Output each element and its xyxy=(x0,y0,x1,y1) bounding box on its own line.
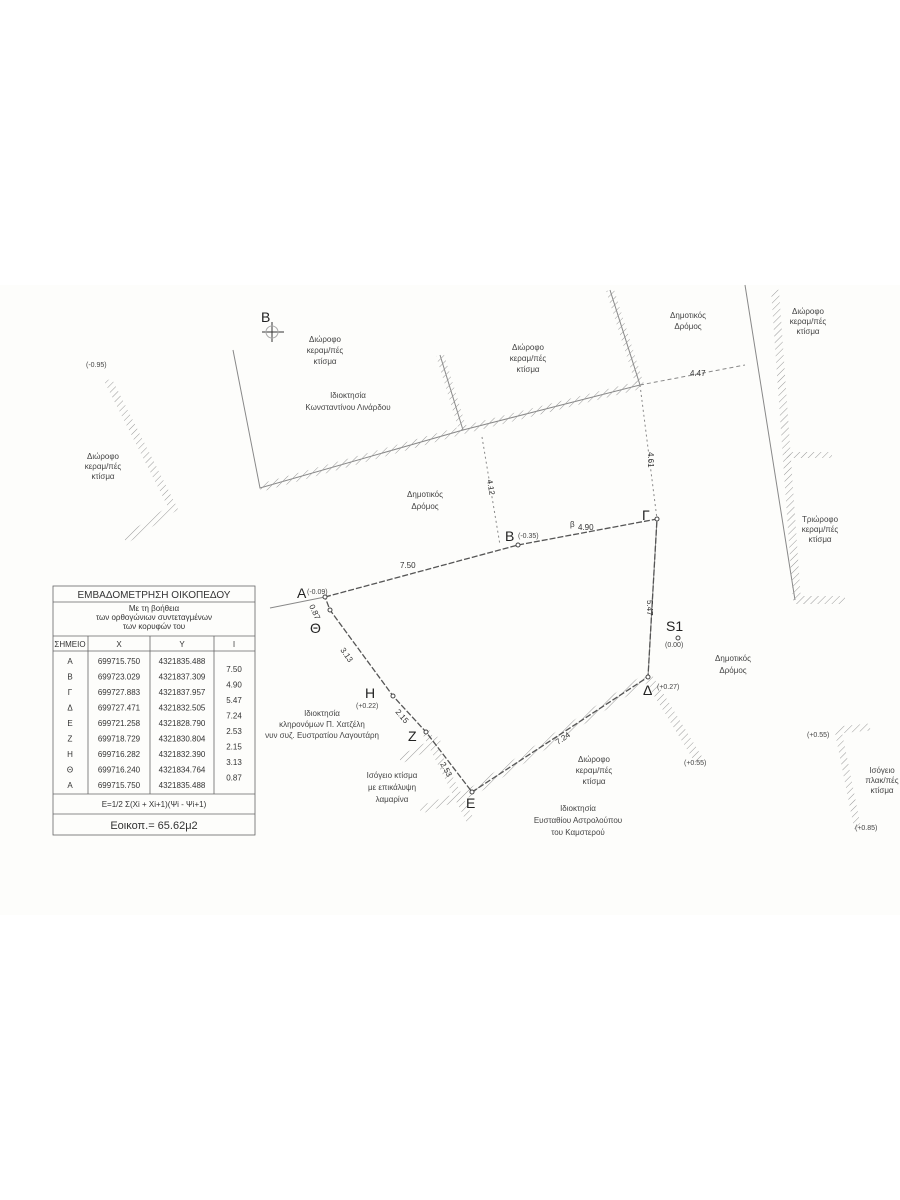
svg-text:Θ: Θ xyxy=(310,620,321,636)
svg-text:Α: Α xyxy=(297,585,307,601)
svg-text:Η: Η xyxy=(365,685,375,701)
svg-text:β: β xyxy=(570,520,575,529)
area-table xyxy=(52,585,256,836)
svg-text:(-0.95): (-0.95) xyxy=(86,362,107,369)
table-cell: Α xyxy=(67,657,73,666)
north-label: Β xyxy=(261,309,270,325)
table-cell: 4321834.764 xyxy=(159,766,206,775)
table-cell: Θ xyxy=(67,766,73,775)
table-cell: 699718.729 xyxy=(98,735,141,744)
svg-text:Β: Β xyxy=(505,528,514,544)
table-cell: Α xyxy=(67,781,73,790)
svg-text:Δ: Δ xyxy=(643,682,652,698)
table-cell: 699723.029 xyxy=(98,673,141,682)
table-cell: 699715.750 xyxy=(98,781,141,790)
svg-text:4.61: 4.61 xyxy=(646,452,655,468)
table-length-cell: 4.90 xyxy=(226,681,242,690)
table-cell: Δ xyxy=(67,704,73,713)
table-cell: Ε xyxy=(67,719,72,728)
table-cell: 4321835.488 xyxy=(159,781,206,790)
svg-text:4.90: 4.90 xyxy=(578,523,594,532)
table-length-cell: 2.15 xyxy=(226,743,242,752)
svg-text:4.47: 4.47 xyxy=(690,369,706,378)
table-cell: 699716.240 xyxy=(98,766,141,775)
svg-text:Γ: Γ xyxy=(642,507,650,523)
svg-text:l: l xyxy=(233,640,235,649)
point-labels: Α Β Γ Δ Ε Ζ Η Θ S1 β xyxy=(297,507,683,811)
svg-text:5.47: 5.47 xyxy=(645,600,654,616)
north-arrow-icon xyxy=(262,322,284,342)
svg-text:(+0.55): (+0.55) xyxy=(807,732,829,739)
elevation-labels: (-0.09) (-0.35) (+0.27) (+0.22) (0.00) (… xyxy=(86,362,877,832)
table-cell: Β xyxy=(67,673,72,682)
svg-text:(+0.27): (+0.27) xyxy=(657,684,679,691)
table-cell: 4321828.790 xyxy=(159,719,206,728)
table-cell: Ζ xyxy=(68,735,73,744)
svg-text:(+0.55): (+0.55) xyxy=(684,760,706,767)
svg-text:S1: S1 xyxy=(666,618,683,634)
table-cell: 4321832.505 xyxy=(159,704,206,713)
svg-text:ΣΗΜΕΙΟ: ΣΗΜΕΙΟ xyxy=(54,640,85,649)
svg-text:Ζ: Ζ xyxy=(408,728,417,744)
svg-text:(-0.09): (-0.09) xyxy=(307,589,328,596)
table-cell: 4321837.309 xyxy=(159,673,206,682)
table-length-cell: 0.87 xyxy=(226,774,242,783)
table-cell: 699721.258 xyxy=(98,719,141,728)
svg-text:Υ: Υ xyxy=(179,640,185,649)
svg-text:(+0.85): (+0.85) xyxy=(855,825,877,832)
svg-text:Εοικοπ.= 65.62μ2: Εοικοπ.= 65.62μ2 xyxy=(110,820,197,832)
table-cell: 4321832.390 xyxy=(159,750,206,759)
svg-text:Χ: Χ xyxy=(116,640,122,649)
table-cell: Η xyxy=(67,750,73,759)
table-length-cell: 2.53 xyxy=(226,727,242,736)
svg-text:(+0.22): (+0.22) xyxy=(356,703,378,710)
table-cell: 699715.750 xyxy=(98,657,141,666)
vertex-markers xyxy=(322,516,681,795)
building-outlines xyxy=(104,284,871,831)
table-cell: 699727.883 xyxy=(98,688,141,697)
table-cell: Γ xyxy=(68,688,73,697)
table-cell: 4321830.804 xyxy=(159,735,206,744)
svg-text:ΕΜΒΑΔΟΜΕΤΡΗΣΗ ΟΙΚΟΠΕΔΟΥ: ΕΜΒΑΔΟΜΕΤΡΗΣΗ ΟΙΚΟΠΕΔΟΥ xyxy=(78,590,231,601)
table-length-cell: 7.24 xyxy=(226,712,242,721)
svg-text:(0.00): (0.00) xyxy=(665,642,683,649)
table-length-cell: 7.50 xyxy=(226,665,242,674)
table-cell: 4321835.488 xyxy=(159,657,206,666)
svg-text:4.12: 4.12 xyxy=(485,479,497,496)
table-length-cell: 5.47 xyxy=(226,696,242,705)
table-cell: 699727.471 xyxy=(98,704,141,713)
table-cell: 4321837.957 xyxy=(159,688,206,697)
svg-text:7.50: 7.50 xyxy=(400,561,416,570)
svg-text:E=1/2 Σ(Xi + Xi+1)(Ψi - Ψi+1): E=1/2 Σ(Xi + Xi+1)(Ψi - Ψi+1) xyxy=(102,800,207,809)
svg-text:Ε: Ε xyxy=(466,795,475,811)
svg-text:(-0.35): (-0.35) xyxy=(518,533,539,540)
table-cell: 699716.282 xyxy=(98,750,141,759)
table-length-cell: 3.13 xyxy=(226,758,242,767)
